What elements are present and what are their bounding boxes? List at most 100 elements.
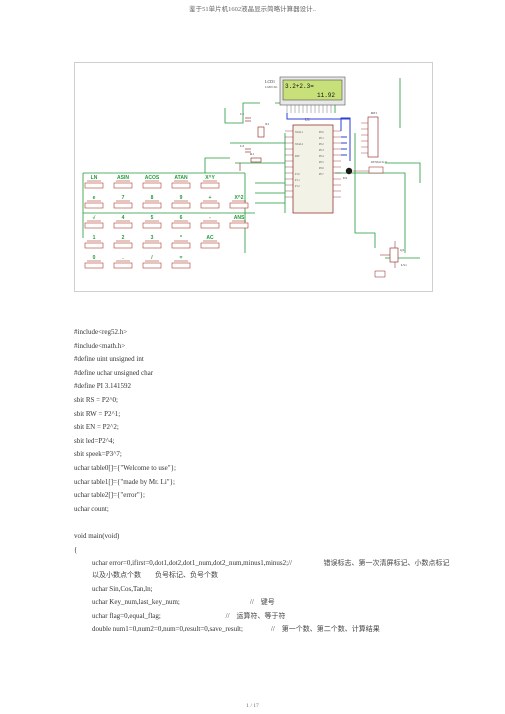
lcd-label: LCD1 <box>265 79 275 84</box>
keypad-key-label: + <box>209 195 212 201</box>
keypad-key: * <box>171 235 191 249</box>
svg-text:P1.2: P1.2 <box>295 185 300 188</box>
keypad-key-label: 8 <box>151 195 154 201</box>
keypad-key: LN <box>84 175 104 189</box>
code-var-decl-4: uchar flag=0,equal_flag; // 运算符、等于符 <box>74 610 454 624</box>
svg-text:P0.7: P0.7 <box>319 173 324 176</box>
svg-text:X1: X1 <box>265 122 270 126</box>
code-var-decl-5: double num1=0,num2=0,num=0,result=0,save… <box>74 623 454 635</box>
keypad-key: ACOS <box>142 175 162 189</box>
keypad-key: AC <box>200 235 220 249</box>
keypad-key-label: ASIN <box>117 175 129 181</box>
keypad-key-label: 7 <box>122 195 125 201</box>
keypad-key: = <box>171 255 191 269</box>
code-text: uchar Key_num,last_key_num; <box>92 598 180 607</box>
keypad-key-label: 5 <box>151 215 154 221</box>
code-text: double num1=0,num2=0,num=0,result=0,save… <box>92 625 243 634</box>
lcd-line-2: 11.92 <box>317 92 335 99</box>
keypad-key-label: ACOS <box>145 175 160 181</box>
keypad-key-label: AC <box>206 235 214 241</box>
keypad-key-label: LN <box>91 175 98 181</box>
keypad-key: √ <box>84 215 104 229</box>
lcd-module: 3.2+2.3= 11.92 LCD1 LM016L <box>265 76 346 113</box>
keypad-key: 3 <box>142 235 162 249</box>
keypad-key: 1 <box>84 235 104 249</box>
lcd-model: LM016L <box>265 85 278 89</box>
code-line: uchar table1[]={"made by Mr. Li"}; <box>74 477 175 486</box>
schematic-drawing: 3.2+2.3= 11.92 LCD1 LM016L U1 <box>82 76 421 278</box>
keypad-key-label: ATAN <box>174 175 188 181</box>
code-lines: #include<reg52.h>#include<math.h>#define… <box>74 326 454 557</box>
svg-text:P0.2: P0.2 <box>319 143 324 146</box>
code-listing: #include<reg52.h>#include<math.h>#define… <box>74 326 454 637</box>
code-var-decl-2: uchar Sin,Cos,Tan,ln; <box>92 584 153 593</box>
keypad-key-label: ANS <box>234 215 245 221</box>
svg-text:RESPACK-8: RESPACK-8 <box>371 160 387 164</box>
page-number: 1 / 17 <box>246 703 259 709</box>
keypad-key: ANS <box>229 215 249 229</box>
code-text: uchar flag=0,equal_flag; <box>92 611 161 620</box>
code-line: sbit RW = P2^1; <box>74 409 121 418</box>
code-comment: // 键号 <box>249 598 275 607</box>
code-text: uchar error=0,ifirst=0,dot1,dot2,dot1_nu… <box>92 559 292 568</box>
oscillator-and-reset: C1 C2 X1 R1 <box>239 112 270 171</box>
keypad-key: 8 <box>142 195 162 209</box>
keypad-key-label: 6 <box>180 215 183 221</box>
svg-text:P0.3: P0.3 <box>319 149 324 152</box>
page-header: 鉴于51单片机1602液晶显示简略计算器设计.. <box>189 6 316 13</box>
data-bus <box>286 113 351 161</box>
code-comment: // 运算符、等于符 <box>225 611 286 620</box>
code-line: #include<math.h> <box>74 341 126 350</box>
keypad-key: 7 <box>113 195 133 209</box>
keypad-key: + <box>200 195 220 209</box>
lcd-line-1: 3.2+2.3= <box>285 83 314 90</box>
code-line: void main(void) <box>74 531 120 540</box>
keypad-key: / <box>142 255 162 269</box>
led-indicator: D1 <box>343 166 384 180</box>
code-line: { <box>74 545 78 554</box>
keypad-key-label: 3 <box>151 235 154 241</box>
keypad-key: 0 <box>84 255 104 269</box>
green-wires <box>82 78 421 259</box>
keypad-key: e <box>84 195 104 209</box>
code-line: sbit EN = P2^2; <box>74 423 119 432</box>
keypad-key-label: √ <box>93 215 96 221</box>
ls-label: LS1 <box>401 263 407 267</box>
q-label: Q1 <box>400 248 405 252</box>
code-line: sbit led=P2^4; <box>74 436 115 445</box>
buzzer-transistor: Q1 LS1 <box>374 241 407 278</box>
svg-text:P0.0: P0.0 <box>319 131 324 134</box>
keypad-key: 2 <box>113 235 133 249</box>
svg-text:P0.1: P0.1 <box>319 137 324 140</box>
code-line: sbit RS = P2^0; <box>74 395 118 404</box>
keypad-key-label: e <box>93 195 96 201</box>
code-comment: 错误标志、第一次清屏标记、小数点标记以及小数点个数 负号标记、负号个数 <box>92 559 450 580</box>
d-label: D1 <box>343 176 348 180</box>
code-line: #define uchar unsigned char <box>74 368 154 377</box>
keypad-key: 6 <box>171 215 191 229</box>
keypad-key: . <box>113 255 133 269</box>
keypad-key-label: 1 <box>93 235 96 241</box>
svg-text:XTAL2: XTAL2 <box>295 143 304 146</box>
keypad-key-label: / <box>151 255 153 261</box>
svg-text:R1: R1 <box>250 152 254 156</box>
svg-text:P0.5: P0.5 <box>319 161 324 164</box>
code-line <box>74 516 454 530</box>
keypad-key-label: = <box>180 255 183 261</box>
keypad-key: - <box>200 215 220 229</box>
code-var-decl-3: uchar Key_num,last_key_num; // 键号 <box>74 596 454 610</box>
circuit-schematic: 3.2+2.3= 11.92 LCD1 LM016L U1 <box>74 62 433 292</box>
keypad-key-label: * <box>180 235 182 241</box>
svg-text:RP1: RP1 <box>371 111 377 115</box>
keypad-key-label: - <box>209 215 211 221</box>
keypad-key: 9 <box>171 195 191 209</box>
svg-text:P1.0: P1.0 <box>295 173 300 176</box>
keypad-key-label: X^Y <box>205 175 215 181</box>
keypad-key: X^Y <box>200 175 220 189</box>
keypad-key: 5 <box>142 215 162 229</box>
resistor-pack: RP1 RESPACK-8 <box>361 111 387 164</box>
code-comment: // 第一个数、第二个数、计算结果 <box>270 625 380 634</box>
svg-text:P0.4: P0.4 <box>319 155 324 158</box>
